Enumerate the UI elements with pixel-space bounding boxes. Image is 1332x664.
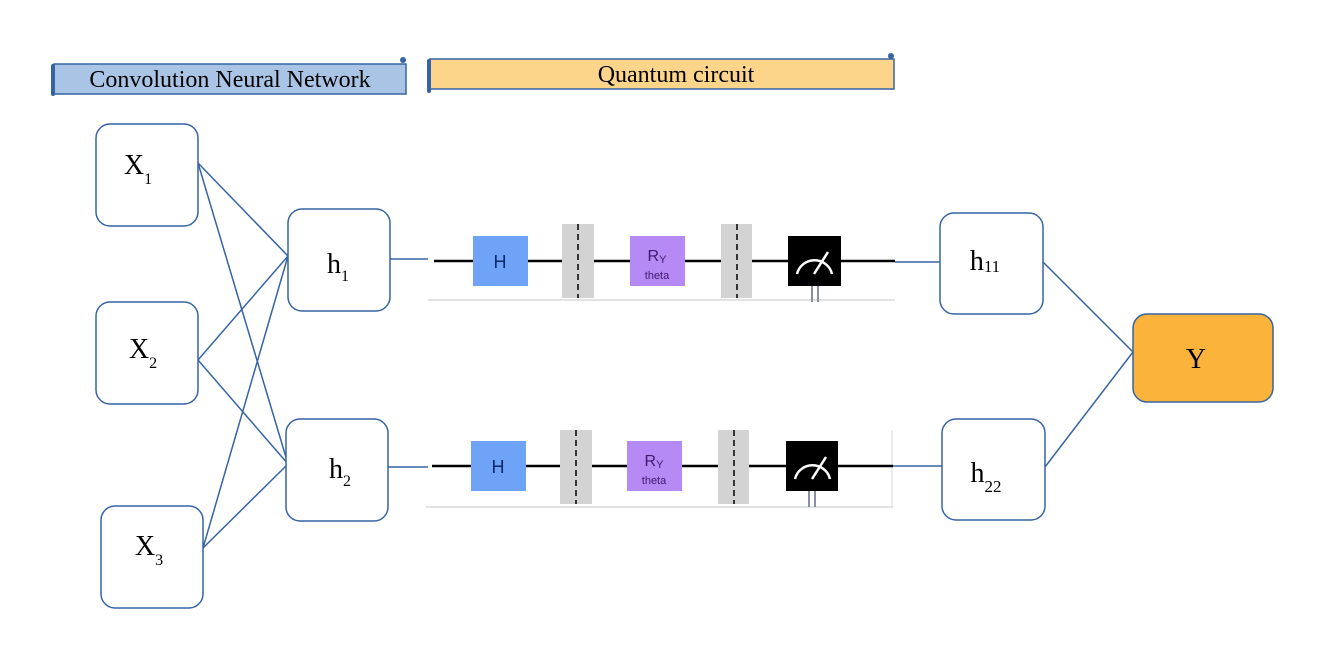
svg-text:h22: h22 xyxy=(971,458,1002,496)
edge-x2-h1 xyxy=(197,255,289,361)
quantum-circuit-2: H RY theta xyxy=(426,430,893,508)
hidden-node-h2-label: h xyxy=(329,454,343,485)
edge-h22-y xyxy=(1044,351,1134,468)
ry-gate: RY theta xyxy=(630,236,685,286)
svg-text:h1: h1 xyxy=(327,249,349,285)
ry-gate: RY theta xyxy=(627,441,682,491)
ry-gate-sub: Y xyxy=(659,254,667,266)
svg-text:H: H xyxy=(494,252,507,272)
input-node-x1-label: X xyxy=(124,150,144,181)
edge-x3-h2 xyxy=(202,463,289,549)
edge-x3-h1 xyxy=(202,255,289,549)
ry-gate-sub: Y xyxy=(656,459,664,471)
hidden-node-h1-label: h xyxy=(327,249,341,280)
input-node-x3-label: X xyxy=(135,531,155,562)
input-node-x2-sub: 2 xyxy=(149,355,157,372)
quantum-circuit-1: H RY theta xyxy=(428,224,895,302)
input-node-x3-sub: 3 xyxy=(155,552,163,569)
hadamard-gate: H xyxy=(471,441,526,491)
svg-text:X2: X2 xyxy=(129,334,157,372)
measurement-meter-icon xyxy=(786,441,838,507)
cnn-banner-label: Convolution Neural Network xyxy=(89,67,370,93)
barrier xyxy=(562,224,594,298)
quantum-banner: Quantum circuit xyxy=(427,53,895,93)
barrier xyxy=(721,224,752,298)
svg-text:H: H xyxy=(492,457,505,477)
barrier xyxy=(718,430,749,504)
svg-text:h2: h2 xyxy=(329,454,351,490)
ry-gate-param: theta xyxy=(645,270,670,282)
svg-text:RY: RY xyxy=(648,248,668,266)
hidden-node-h2-sub: 2 xyxy=(343,473,351,490)
edge-x1-h2 xyxy=(197,162,289,465)
input-node-x2: X2 xyxy=(95,301,199,405)
quantum-output-node-h22: h22 xyxy=(941,418,1046,521)
quantum-banner-label: Quantum circuit xyxy=(598,62,755,88)
hidden-node-h1: h1 xyxy=(287,208,391,312)
ry-gate-param: theta xyxy=(642,475,667,487)
input-node-x2-label: X xyxy=(129,334,149,365)
output-node-y-label: Y xyxy=(1186,344,1206,375)
hidden-circuit-edges xyxy=(388,258,942,468)
edge-x1-h1 xyxy=(197,162,289,257)
measurement-meter-icon xyxy=(788,236,841,302)
hidden-node-h2: h2 xyxy=(285,418,389,522)
quantum-output-h11-sub: 11 xyxy=(984,257,1000,276)
hidden-node-h1-sub: 1 xyxy=(341,268,349,285)
input-node-x3: X3 xyxy=(100,505,204,609)
input-node-x1-sub: 1 xyxy=(144,171,152,188)
ry-gate-label: R xyxy=(645,453,657,470)
svg-text:X3: X3 xyxy=(135,531,163,569)
quantum-output-h11-label: h xyxy=(970,246,984,277)
edge-h11-y xyxy=(1042,261,1134,353)
output-edges xyxy=(1042,261,1134,468)
hadamard-gate: H xyxy=(473,236,528,286)
output-node-y: Y xyxy=(1132,313,1274,403)
quantum-output-node-h11: h11 xyxy=(939,212,1044,315)
input-hidden-edges xyxy=(197,162,289,549)
quantum-output-h22-label: h xyxy=(971,458,985,489)
quantum-output-h22-sub: 22 xyxy=(985,477,1002,496)
barrier xyxy=(560,430,592,504)
ry-gate-label: R xyxy=(648,248,660,265)
svg-text:RY: RY xyxy=(645,453,665,471)
svg-text:X1: X1 xyxy=(124,150,152,188)
svg-text:h11: h11 xyxy=(970,246,1000,277)
input-node-x1: X1 xyxy=(95,123,199,227)
cnn-banner: Convolution Neural Network xyxy=(51,57,407,96)
